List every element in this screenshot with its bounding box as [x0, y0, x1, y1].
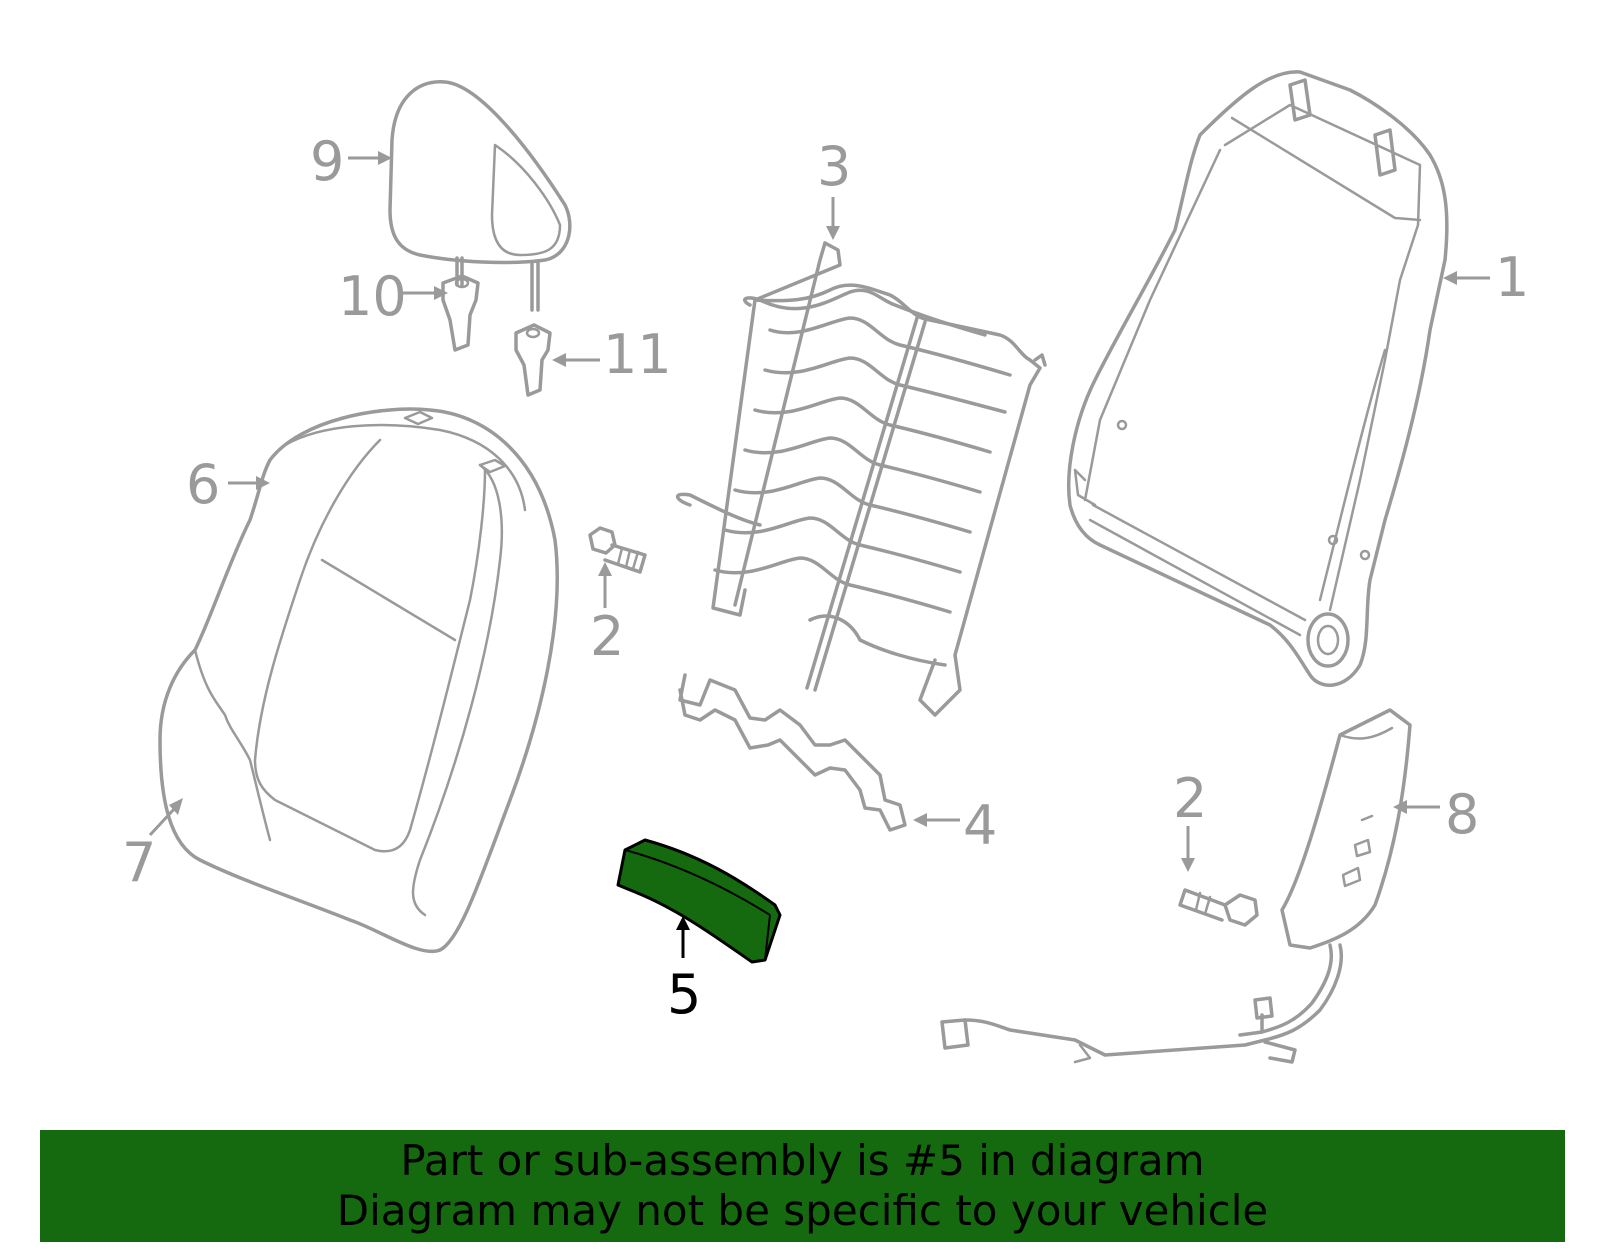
callout-9: 9 — [310, 130, 344, 193]
callout-2-right: 2 — [1173, 767, 1207, 830]
part-8-side-trim — [1280, 708, 1412, 950]
part-6-seatback-cover — [158, 407, 559, 954]
callout-11: 11 — [603, 323, 672, 386]
banner-line-2: Diagram may not be specific to your vehi… — [336, 1186, 1269, 1235]
callout-6: 6 — [186, 453, 220, 516]
callout-arrows — [148, 151, 1490, 958]
part-9-headrest — [388, 80, 572, 312]
callout-7: 7 — [122, 831, 156, 894]
part-1-seatback-frame — [1066, 70, 1449, 687]
part-2-bolt-right — [1178, 888, 1259, 927]
callout-8: 8 — [1445, 783, 1479, 846]
part-2-bolt-left — [588, 526, 647, 574]
part-4-lower-spring — [678, 673, 907, 832]
banner-line-1: Part or sub-assembly is #5 in diagram — [400, 1136, 1205, 1185]
callout-3: 3 — [817, 135, 851, 198]
parts-diagram: 9 10 11 6 7 2 3 1 4 2 8 5 — [122, 70, 1529, 1064]
info-banner: Part or sub-assembly is #5 in diagram Di… — [40, 1130, 1565, 1242]
callout-5: 5 — [667, 963, 701, 1026]
callout-1: 1 — [1495, 246, 1529, 309]
callout-4: 4 — [963, 794, 997, 857]
part-3-spring-mat — [675, 241, 1047, 717]
wire-harness — [940, 943, 1343, 1064]
callout-2-left: 2 — [590, 605, 624, 668]
part-5-highlighted-panel — [616, 838, 782, 964]
part-10-guide — [441, 274, 480, 352]
part-11-guide — [514, 323, 552, 397]
callout-10: 10 — [338, 265, 407, 328]
